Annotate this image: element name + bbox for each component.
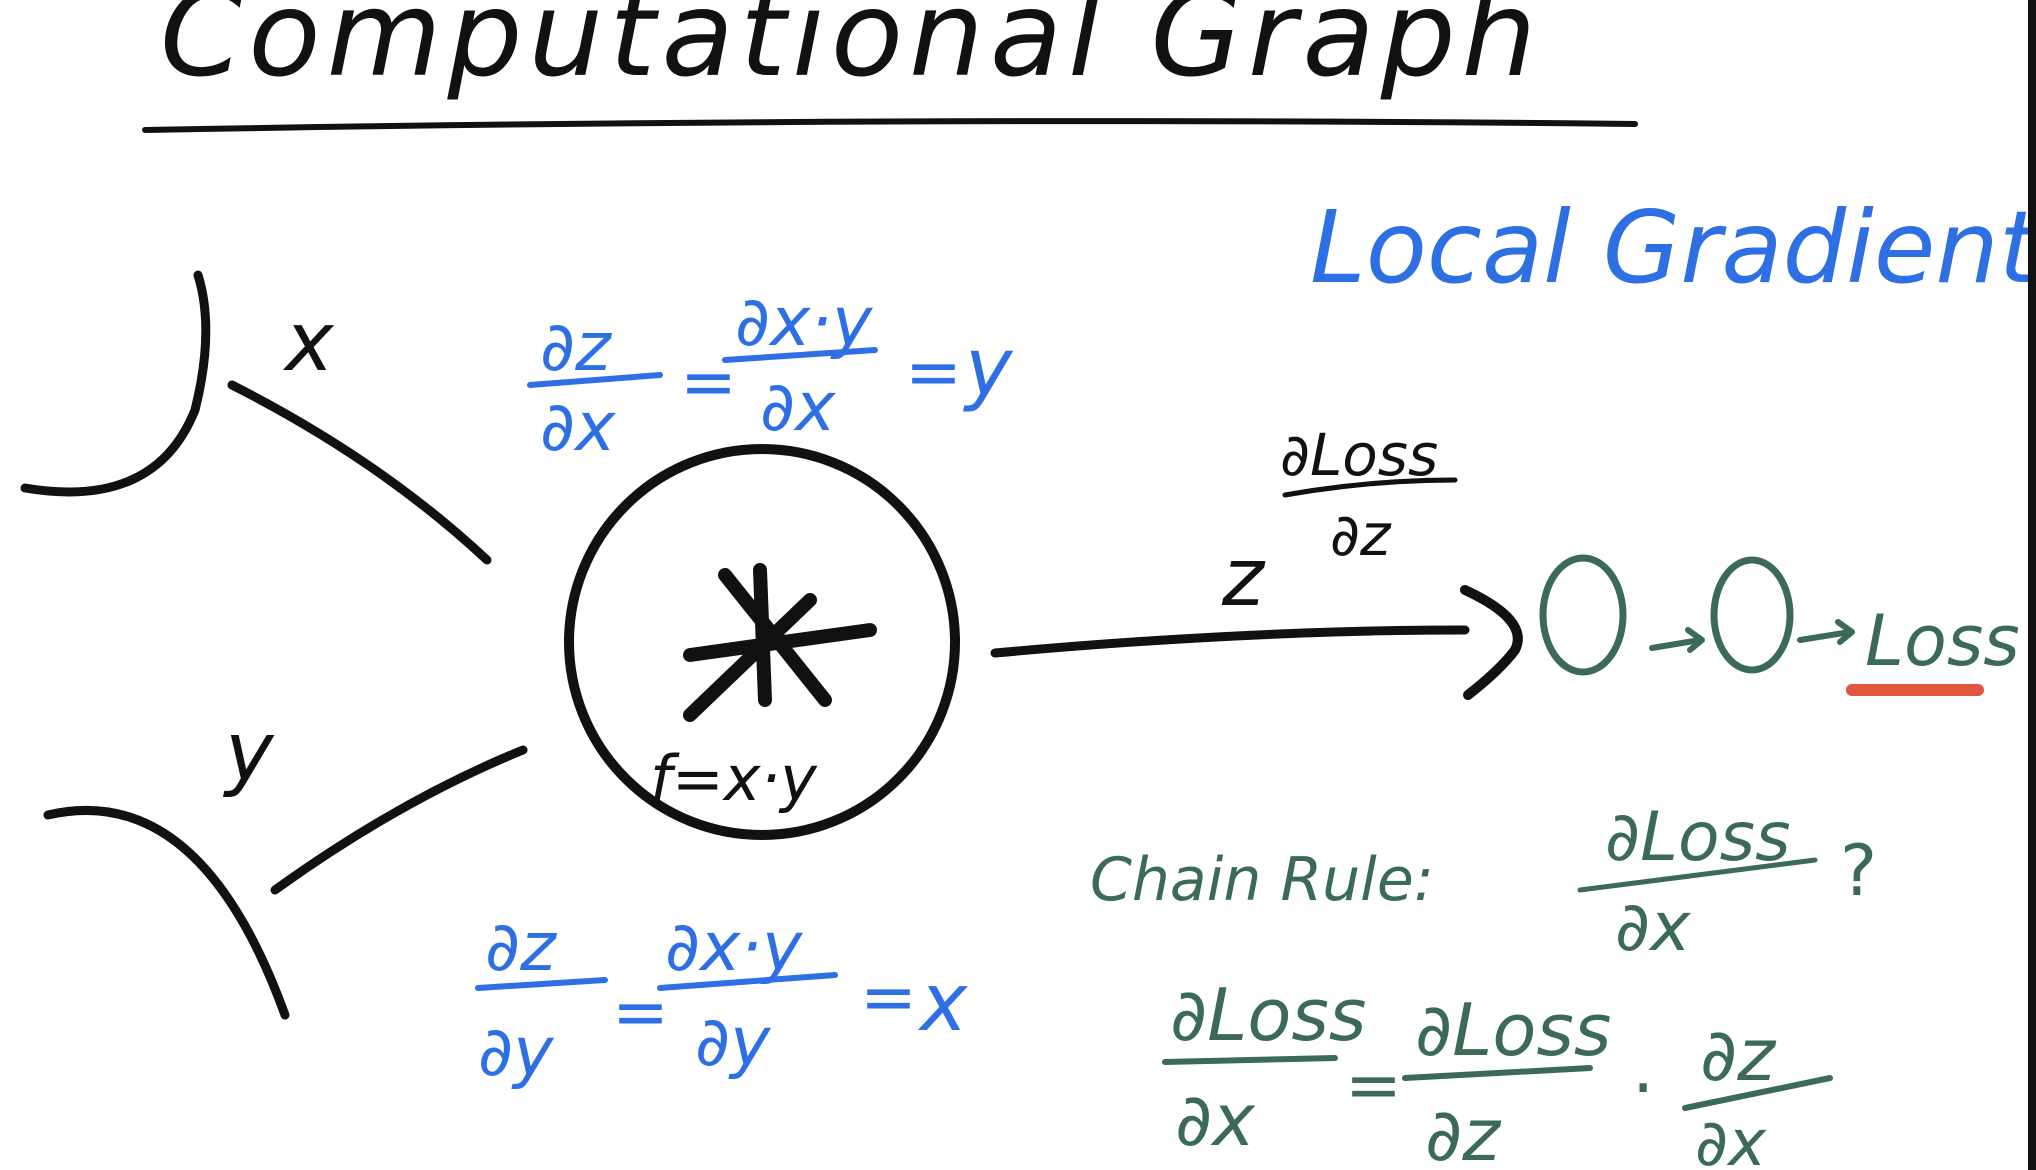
local-gradients-label: Local Gradients	[1310, 189, 2036, 306]
edge-z-to-graph	[990, 625, 1470, 658]
svg-text:x: x	[917, 956, 969, 1049]
page-title: Computational Graph	[160, 0, 1542, 103]
input-y-label: y	[222, 705, 275, 800]
loss-label: Loss	[1865, 600, 2020, 682]
grad-x-equation: ∂z ∂x = ∂x·y ∂x = y	[527, 283, 1014, 467]
svg-text:∂x: ∂x	[1175, 1078, 1256, 1162]
multiply-star-icon	[683, 563, 877, 722]
dloss-dz-num: ∂Loss	[1280, 421, 1438, 489]
dloss-dz-den: ∂z	[1330, 501, 1392, 569]
multiply-node	[564, 444, 960, 840]
window-edge	[2028, 0, 2036, 1170]
svg-text:∂z: ∂z	[540, 308, 612, 387]
title-underline	[142, 118, 1638, 133]
svg-text:=: =	[680, 343, 737, 422]
downstream-arrow-1	[1649, 627, 1705, 653]
svg-text:·: ·	[1632, 1047, 1654, 1129]
svg-text:=: =	[860, 958, 917, 1037]
svg-text:∂Loss: ∂Loss	[1170, 973, 1366, 1057]
input-y-curve	[43, 806, 290, 1020]
chain-rule-question: ∂Loss ∂x ?	[1577, 798, 1877, 967]
svg-text:∂x: ∂x	[540, 388, 616, 467]
svg-text:∂z: ∂z	[1700, 1013, 1777, 1097]
svg-text:∂x: ∂x	[760, 368, 836, 447]
downstream-arrow-2	[1797, 619, 1855, 645]
input-x-label: x	[282, 295, 335, 390]
arrow-head	[1460, 585, 1523, 700]
edge-x-to-node	[227, 380, 492, 565]
svg-text:=: =	[1345, 1046, 1402, 1125]
chain-rule-equation: ∂Loss ∂x = ∂Loss ∂z · ∂z ∂x	[1162, 973, 1833, 1170]
input-x-curve	[20, 270, 211, 497]
svg-text:∂Loss: ∂Loss	[1415, 988, 1611, 1072]
dloss-dz-bar	[1282, 477, 1458, 498]
svg-text:∂y: ∂y	[478, 1013, 554, 1092]
svg-text:y: y	[963, 321, 1014, 414]
svg-text:=: =	[612, 973, 669, 1052]
svg-text:∂z: ∂z	[485, 908, 557, 987]
downstream-node-2	[1710, 556, 1794, 674]
output-z-label: z	[1221, 531, 1266, 624]
node-function-label: f=x·y	[650, 742, 818, 815]
chain-rule-label: Chain Rule:	[1090, 845, 1434, 915]
svg-text:∂y: ∂y	[695, 1003, 771, 1082]
svg-text:∂x: ∂x	[1695, 1107, 1767, 1170]
svg-text:=: =	[905, 333, 962, 412]
edge-y-to-node	[270, 745, 528, 895]
svg-text:∂Loss: ∂Loss	[1605, 798, 1791, 877]
svg-text:∂x: ∂x	[1615, 888, 1691, 967]
downstream-node-1	[1539, 554, 1627, 676]
svg-text:∂x·y: ∂x·y	[665, 908, 803, 987]
svg-text:∂z: ∂z	[1425, 1093, 1502, 1170]
grad-y-equation: ∂z ∂y = ∂x·y ∂y = x	[475, 908, 969, 1092]
svg-text:?: ?	[1840, 830, 1877, 912]
